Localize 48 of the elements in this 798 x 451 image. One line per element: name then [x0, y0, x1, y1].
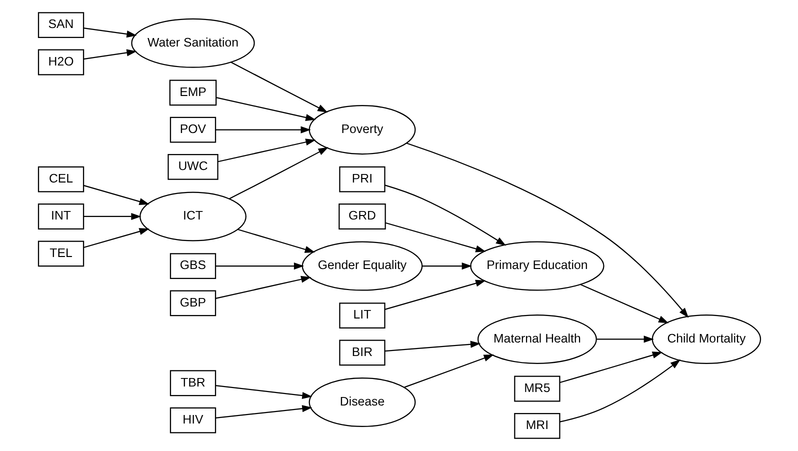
node-box: GBP	[169, 290, 216, 316]
arrow	[384, 222, 486, 252]
node-box: H2O	[37, 49, 84, 76]
arrow	[384, 340, 480, 352]
arrow	[83, 212, 141, 220]
node-ellipse: Water Sanitation	[130, 18, 254, 68]
arrow	[83, 49, 136, 60]
arrow	[384, 184, 506, 246]
node-box: LIT	[338, 302, 385, 329]
arrow	[215, 405, 312, 419]
arrow	[82, 184, 149, 205]
node-box: BIR	[338, 340, 385, 366]
arrow	[422, 262, 472, 270]
arrow	[215, 385, 312, 400]
node-box: GBS	[169, 253, 216, 279]
node-box: SAN	[37, 12, 84, 38]
node-box: GRD	[338, 204, 386, 230]
node-box: POV	[169, 116, 216, 143]
node-box: TEL	[37, 240, 84, 267]
arrow	[215, 262, 304, 270]
arrow	[82, 228, 149, 248]
arrow	[404, 354, 494, 388]
node-box: UWC	[167, 154, 218, 180]
arrow	[596, 336, 654, 343]
node-box: CEL	[37, 166, 84, 192]
node-ellipse: Primary Education	[470, 241, 604, 291]
arrow	[228, 147, 328, 200]
node-box: MR5	[514, 376, 560, 402]
arrow	[217, 138, 316, 162]
arrow	[406, 142, 688, 318]
node-box: EMP	[168, 80, 216, 106]
node-box: INT	[37, 204, 84, 230]
node-box: HIV	[169, 407, 216, 434]
arrow	[237, 228, 315, 253]
arrow	[559, 359, 680, 422]
arrow	[216, 97, 316, 121]
node-ellipse: Maternal Health	[476, 314, 596, 364]
arrow	[230, 62, 328, 112]
arrow	[384, 280, 486, 310]
arrow	[580, 284, 668, 324]
arrow	[559, 352, 662, 384]
arrow	[83, 28, 136, 38]
arrow	[215, 126, 310, 134]
node-box: PRI	[338, 166, 385, 192]
node-ellipse: Disease	[308, 378, 416, 428]
node-box: MRI	[514, 412, 560, 439]
node-box: TBR	[169, 370, 216, 396]
arrow	[215, 276, 311, 299]
